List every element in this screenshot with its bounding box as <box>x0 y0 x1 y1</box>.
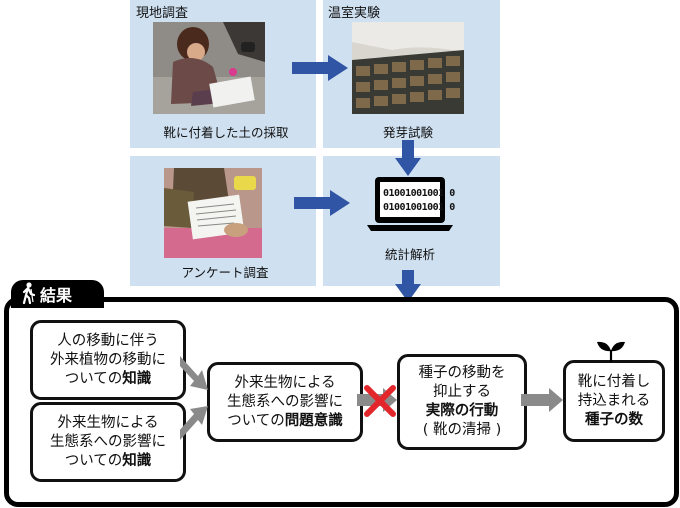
box5-line2: 持込まれる <box>577 392 651 409</box>
arrow-behavior-to-seeds <box>521 388 563 412</box>
fieldwork-title: 現地調査 <box>136 6 189 21</box>
knowledge-plant-movement-box: 人の移動に伴う 外来植物の移動に ついての知識 <box>30 320 186 400</box>
binary-line-1: 01001001001 0 <box>383 188 455 199</box>
arrow-germination-to-analysis <box>395 140 421 176</box>
arrow-survey-to-analysis <box>294 190 350 216</box>
arrow-knowledge1-to-awareness <box>180 356 208 390</box>
sprout-icon <box>597 341 625 362</box>
results-label: 結果 <box>40 286 73 305</box>
red-cross-icon <box>364 385 396 417</box>
box1-line3-bold: 知識 <box>122 370 152 387</box>
greenhouse-title: 温室実験 <box>328 6 381 21</box>
seed-count-box: 靴に付着し 持込まれる 種子の数 <box>563 360 665 442</box>
knowledge-ecosystem-impact-box: 外来生物による 生態系への影響に ついての知識 <box>30 402 186 482</box>
box3-line1: 外来生物による <box>234 374 336 391</box>
box3-line3-pre: ついての <box>227 412 285 429</box>
problem-awareness-box: 外来生物による 生態系への影響に ついての問題意識 <box>207 362 363 442</box>
germination-caption: 発芽試験 <box>382 125 433 140</box>
box2-line3-bold: 知識 <box>122 452 152 469</box>
germination-photo <box>352 22 464 114</box>
box5-line3-bold: 種子の数 <box>585 411 643 428</box>
box3-line2: 生態系への影響に <box>227 393 343 410</box>
box4-line1: 種子の移動を <box>418 365 506 381</box>
box2-line2: 生態系への影響に <box>50 433 166 450</box>
box4-line4: ( 靴の清掃 ) <box>422 422 502 438</box>
box5-line1: 靴に付着し <box>577 373 651 390</box>
arrow-knowledge2-to-awareness <box>180 406 208 440</box>
arrow-analysis-to-results <box>395 270 421 302</box>
analysis-caption: 統計解析 <box>384 247 435 262</box>
actual-behavior-box: 種子の移動を 抑止する 実際の行動 ( 靴の清掃 ) <box>397 354 527 450</box>
box3-line3-bold: 問題意識 <box>284 412 343 429</box>
hiker-icon <box>22 282 36 304</box>
box2-line1: 外来生物による <box>57 414 159 431</box>
box4-line3-bold: 実際の行動 <box>425 403 499 419</box>
questionnaire-photo <box>164 168 262 258</box>
questionnaire-caption: アンケート調査 <box>181 265 269 280</box>
box1-line1: 人の移動に伴う <box>57 332 159 349</box>
box1-line3-pre: ついての <box>64 370 123 387</box>
laptop-icon <box>367 177 453 231</box>
binary-line-2: 01001001001 0 <box>383 202 455 213</box>
arrow-fieldwork-to-greenhouse <box>292 55 348 81</box>
box1-line2: 外来植物の移動に <box>50 351 166 368</box>
box4-line2: 抑止する <box>433 384 491 400</box>
soil-sampling-photo <box>153 22 265 114</box>
box2-line3-pre: ついての <box>64 452 123 469</box>
soil-sampling-caption: 靴に付着した土の採取 <box>163 125 289 140</box>
